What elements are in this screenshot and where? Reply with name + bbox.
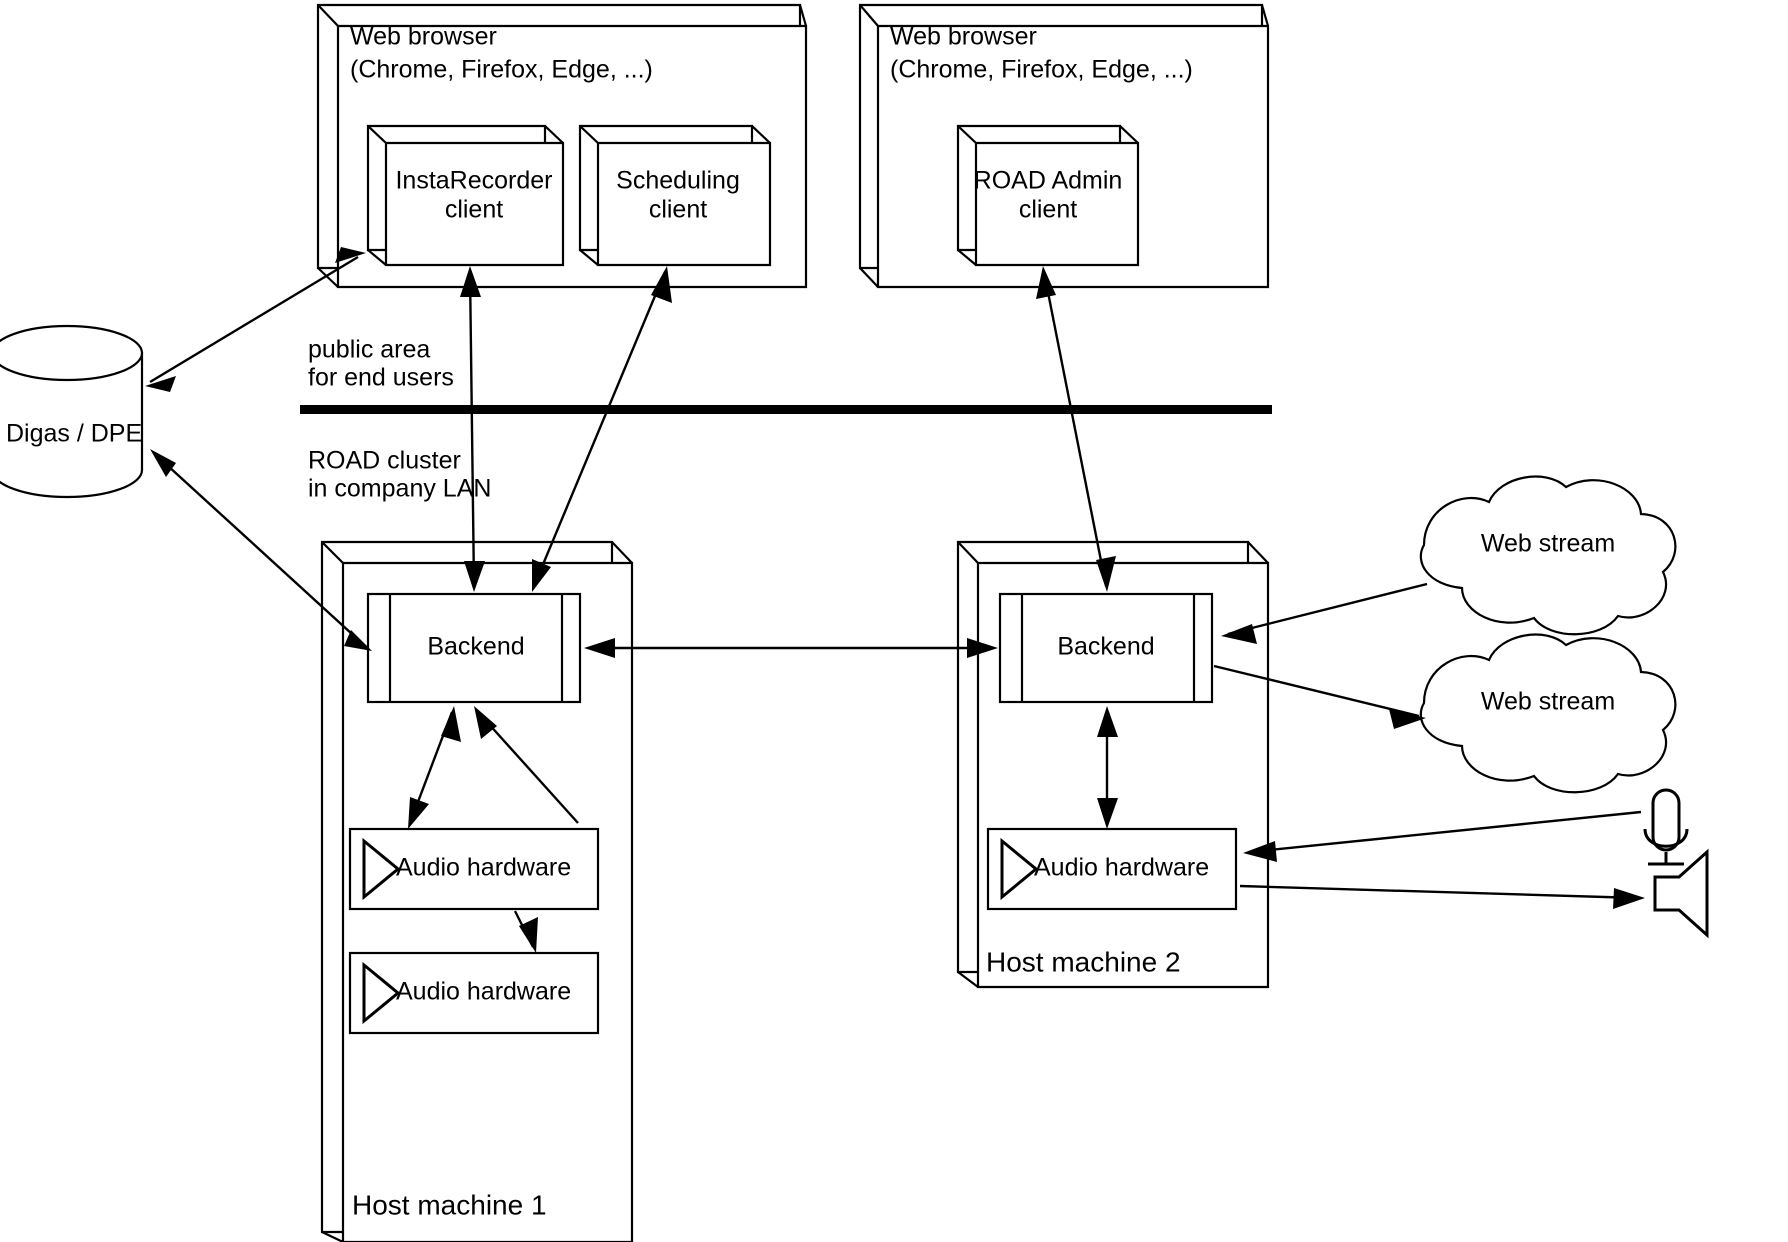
connector-backend2-to-webstream-out <box>1213 664 1426 729</box>
connector-audio2a-to-speaker <box>1239 884 1645 909</box>
backend-1-label: Backend <box>427 633 524 661</box>
web-stream-in-cloud: Web stream <box>1419 475 1677 636</box>
audio-hardware-2a-box[interactable]: Audio hardware <box>986 827 1238 911</box>
connector-digas-to-backend-1 <box>150 449 372 651</box>
cluster-zone-label: ROAD cluster in company LAN <box>308 447 491 503</box>
browser-right-title-line1: Web browser <box>890 23 1037 51</box>
road-admin-client-box[interactable]: ROAD Admin client <box>956 124 1140 267</box>
connector-road-admin-to-backend-2 <box>1036 266 1116 592</box>
connector-microphone-to-audio2a <box>1243 810 1642 862</box>
cluster-zone-line2: in company LAN <box>308 475 491 503</box>
scheduling-client-label-line2: client <box>649 196 707 224</box>
instarecorder-client-label-line1: InstaRecorder <box>395 167 552 195</box>
instarecorder-client-box[interactable]: InstaRecorder client <box>366 124 565 267</box>
audio-hardware-1a-box[interactable]: Audio hardware <box>348 827 600 911</box>
connector-scheduling-to-backend-1 <box>532 266 672 592</box>
speaker-triangle-icon <box>1000 837 1039 901</box>
web-stream-out-label: Web stream <box>1481 688 1615 716</box>
connector-audio1a-to-audio1b <box>513 910 538 953</box>
host-machine-1-label: Host machine 1 <box>352 1189 547 1220</box>
audio-hardware-1b-box[interactable]: Audio hardware <box>348 951 600 1035</box>
connector-instarecorder-to-backend-1 <box>460 266 485 592</box>
backend-1-component[interactable]: Backend <box>366 592 582 704</box>
speaker-triangle-icon <box>362 837 401 901</box>
audio-hardware-1b-label: Audio hardware <box>396 978 571 1006</box>
connector-webstream-in-to-backend2 <box>1221 582 1428 644</box>
audio-hardware-1a-label: Audio hardware <box>396 854 571 882</box>
road-admin-client-label-line2: client <box>1019 196 1077 224</box>
browser-right-title-line2: (Chrome, Firefox, Edge, ...) <box>890 56 1193 84</box>
public-zone-label: public area for end users <box>308 336 454 392</box>
speaker-triangle-icon <box>362 961 401 1025</box>
backend-2-component[interactable]: Backend <box>998 592 1214 704</box>
connector-digas-to-browser-left <box>145 247 366 392</box>
road-admin-client-label-line1: ROAD Admin <box>974 167 1123 195</box>
cluster-zone-line1: ROAD cluster <box>308 447 461 475</box>
scheduling-client-label-line1: Scheduling <box>616 167 740 195</box>
backend-2-label: Backend <box>1057 633 1154 661</box>
zone-divider-line <box>300 405 1272 414</box>
browser-left-title-line1: Web browser <box>350 23 497 51</box>
web-stream-in-label: Web stream <box>1481 530 1615 558</box>
browser-left-title-line2: (Chrome, Firefox, Edge, ...) <box>350 56 653 84</box>
digas-dpe-label: Digas / DPE <box>6 420 142 448</box>
speaker-icon <box>1653 848 1709 939</box>
connector-backend1-to-backend2 <box>584 638 998 658</box>
web-stream-out-cloud: Web stream <box>1419 633 1677 794</box>
connector-audio1a-to-backend1 <box>474 706 579 824</box>
public-zone-line2: for end users <box>308 364 454 392</box>
public-zone-line1: public area <box>308 336 430 364</box>
host-machine-2-label: Host machine 2 <box>986 946 1181 977</box>
digas-dpe-cylinder: Digas / DPE <box>0 324 144 499</box>
connector-backend1-to-audio1a <box>408 706 461 829</box>
instarecorder-client-label-line2: client <box>445 196 503 224</box>
connector-backend2-to-audio2a <box>1097 706 1118 829</box>
audio-hardware-2a-label: Audio hardware <box>1034 854 1209 882</box>
scheduling-client-box[interactable]: Scheduling client <box>578 124 772 267</box>
microphone-icon <box>1643 788 1689 866</box>
